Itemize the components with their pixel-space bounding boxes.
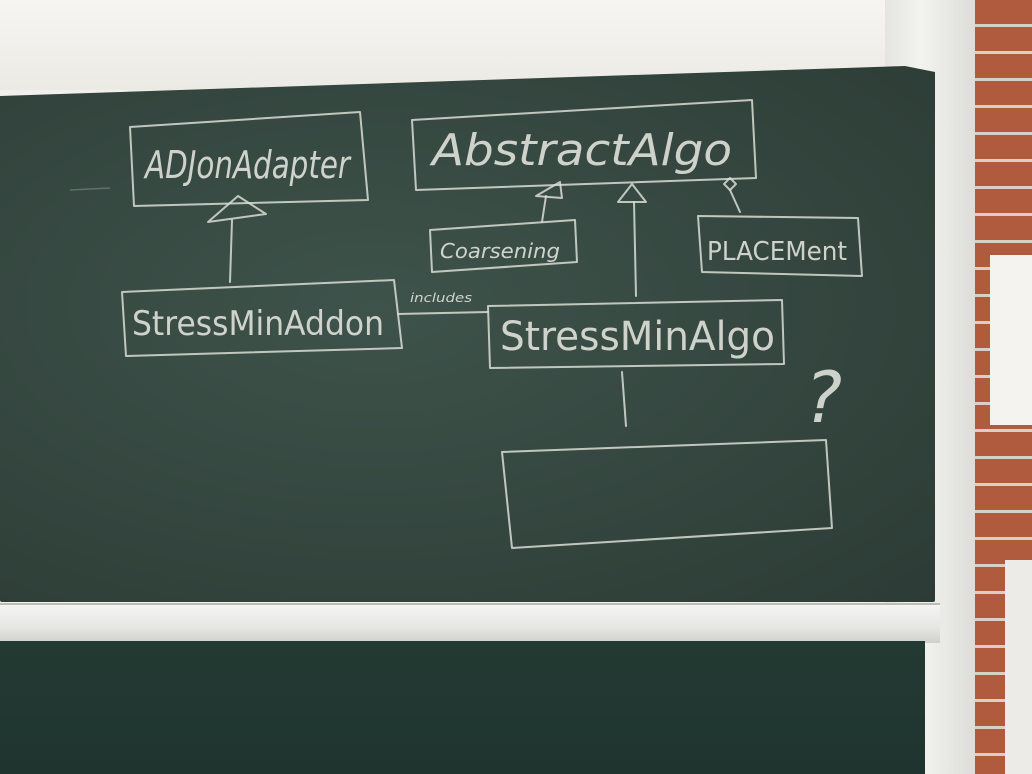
wall-gap-lower xyxy=(1005,560,1032,774)
node-empty-box xyxy=(501,439,833,549)
edge-placement-to-abstract xyxy=(723,177,741,213)
chalkboard-lower xyxy=(0,641,925,774)
node-abstract-algo: AbstractAlgo xyxy=(411,99,757,191)
question-mark-glyph: ? xyxy=(805,357,842,439)
edge-algo-to-empty-box xyxy=(621,371,627,427)
node-coarsening: Coarsening xyxy=(429,219,578,273)
edge-stressminalgo-inherits-abstract xyxy=(617,183,647,297)
edge-includes-label: includes xyxy=(410,291,472,305)
node-stress-min-algo: StressMinAlgo xyxy=(487,299,785,369)
chalk-ledge xyxy=(0,603,940,643)
chalk-smudge xyxy=(69,187,111,191)
node-adjon-adapter: ADJonAdapter xyxy=(129,111,369,207)
node-stress-min-addon-label: StressMinAddon xyxy=(132,304,384,344)
node-adjon-adapter-label: ADJonAdapter xyxy=(143,143,352,187)
edge-includes: includes xyxy=(397,291,489,315)
question-mark: ? xyxy=(805,357,842,439)
node-stress-min-algo-label: StressMinAlgo xyxy=(500,314,775,360)
wall-gap xyxy=(990,255,1032,425)
edge-addon-inherits-adapter xyxy=(207,195,267,283)
edge-coarsening-inherits-abstract xyxy=(535,181,563,223)
node-coarsening-label: Coarsening xyxy=(440,239,560,263)
node-placement-label: PLACEMent xyxy=(707,237,847,267)
node-placement: PLACEMent xyxy=(697,215,863,277)
node-abstract-algo-label: AbstractAlgo xyxy=(429,125,732,176)
node-stress-min-addon: StressMinAddon xyxy=(121,279,403,357)
chalkboard-upper xyxy=(0,66,935,602)
